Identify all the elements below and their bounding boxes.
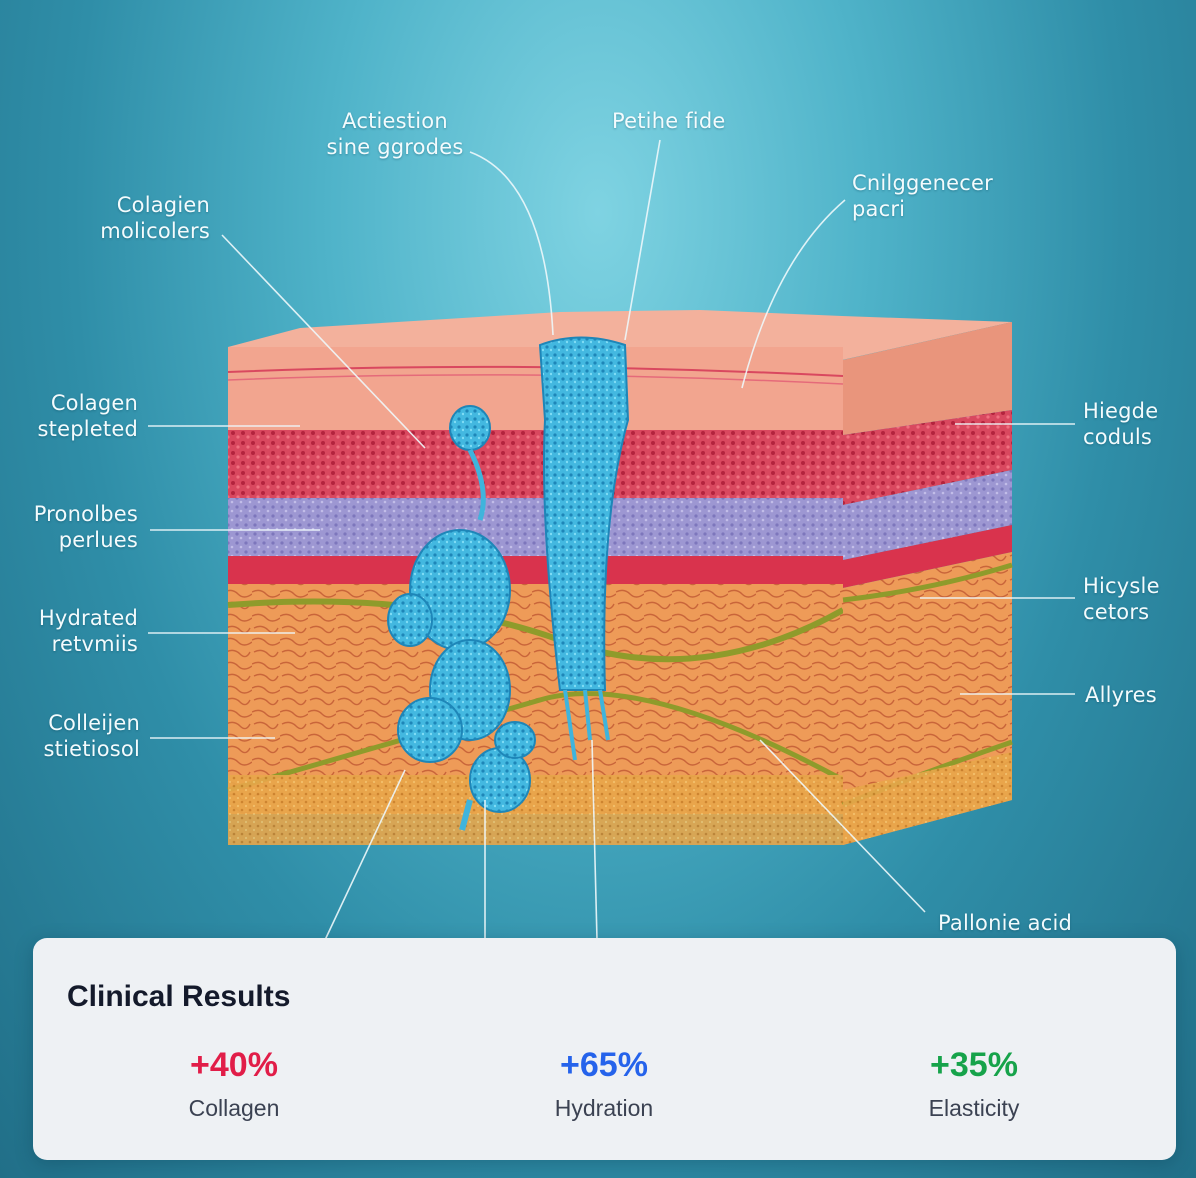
callout-line: coduls <box>1083 425 1153 449</box>
callout-line: sine ggrodes <box>326 135 464 159</box>
callout-line: retvmiis <box>51 632 138 656</box>
callout-line: Hiegde <box>1083 399 1159 423</box>
callout-line: pacri <box>852 197 906 221</box>
metric-value: +65% <box>560 1046 648 1084</box>
callout-hiegde: Hiegde coduls <box>1083 398 1158 450</box>
callout-line: Actiestion <box>342 109 448 133</box>
metric-hydration: +65% Hydration <box>454 1046 754 1122</box>
callout-hicysle: Hicysle cetors <box>1083 573 1160 625</box>
callout-line: Colagien <box>116 193 210 217</box>
metric-label: Elasticity <box>928 1095 1020 1121</box>
callout-activation: Actiestion sine ggrodes <box>315 108 475 160</box>
callout-collagen-stepleted: Colagen stepleted <box>10 390 138 442</box>
callout-line: Cnilggenecer <box>852 171 993 195</box>
callout-line: Allyres <box>1085 683 1157 707</box>
callout-hydrated: Hydrated retvmiis <box>6 605 138 657</box>
metric-label: Hydration <box>554 1095 654 1121</box>
callout-line: Hicysle <box>1083 574 1160 598</box>
callout-line: Petihe fide <box>612 109 726 133</box>
callout-pronolbes: Pronolbes perlues <box>6 501 138 553</box>
callout-line: Pronolbes <box>33 502 138 526</box>
callout-line: stepleted <box>37 417 138 441</box>
callout-allyres: Allyres <box>1085 682 1157 708</box>
callout-line: stietiosol <box>43 737 140 761</box>
callout-line: Pallonie acid <box>938 911 1073 935</box>
metric-value: +40% <box>190 1046 278 1084</box>
metric-label: Collagen <box>188 1095 280 1121</box>
metric-elasticity: +35% Elasticity <box>824 1046 1124 1122</box>
callout-collagen-stietiosol: Colleijen stietiosol <box>6 710 140 762</box>
callout-collagenecer: Cnilggenecer pacri <box>852 170 993 222</box>
metric-value: +35% <box>930 1046 1018 1084</box>
clinical-results-title: Clinical Results <box>67 980 291 1013</box>
callout-line: Colleijen <box>48 711 140 735</box>
callout-pallonie: Pallonie acid <box>938 910 1072 936</box>
callout-line: Hydrated <box>38 606 138 630</box>
callout-collagen-molecules: Colagien molicolers <box>60 192 210 244</box>
callout-petine: Petihe fide <box>612 108 726 134</box>
callout-line: Colagen <box>50 391 138 415</box>
callout-line: molicolers <box>100 219 210 243</box>
callout-line: cetors <box>1083 600 1150 624</box>
callout-line: perlues <box>58 528 138 552</box>
metric-collagen: +40% Collagen <box>84 1046 384 1122</box>
clinical-results-card: Clinical Results +40% Collagen +65% Hydr… <box>33 938 1176 1160</box>
